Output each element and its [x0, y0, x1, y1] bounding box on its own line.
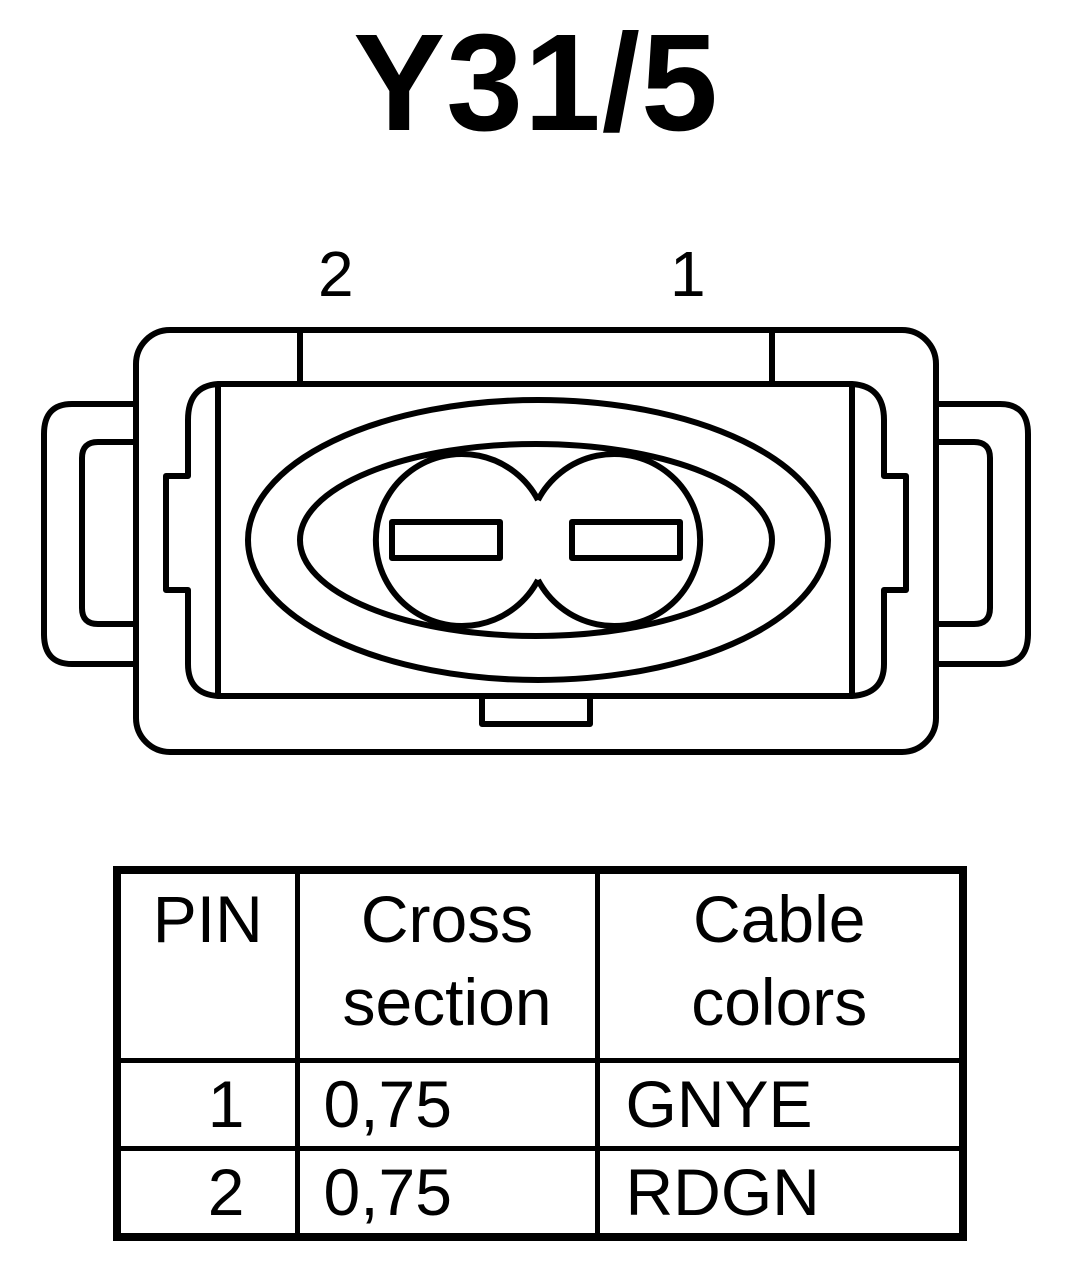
- cell-pin: 2: [114, 1145, 300, 1240]
- header-cable-colors: Cable colors: [594, 867, 966, 1063]
- cell-cross-section: 0,75: [294, 1058, 600, 1151]
- pin-2-contact: [389, 519, 503, 561]
- left-latch-inner: [79, 439, 136, 627]
- pin-1-contact: [569, 519, 683, 561]
- bottom-key: [479, 696, 593, 727]
- pin-label-2: 2: [318, 238, 354, 310]
- cell-cable-color: RDGN: [594, 1145, 966, 1240]
- header-cross-line2: section: [342, 964, 552, 1039]
- table-row: 2 0,75 RDGN: [114, 1145, 966, 1240]
- left-latch-outer: [41, 401, 136, 667]
- connector-housing: [133, 327, 939, 755]
- right-latch-inner: [936, 439, 993, 627]
- connector-title: Y31/5: [353, 6, 719, 160]
- header-cross-section: Cross section: [294, 867, 600, 1063]
- cell-pin: 1: [114, 1058, 300, 1151]
- header-pin: PIN: [114, 867, 300, 1063]
- cell-cross-section: 0,75: [294, 1145, 600, 1240]
- cell-cable-color: GNYE: [594, 1058, 966, 1151]
- pin-assignment-table: PIN Cross section Cable colors 1 0,75 GN…: [113, 866, 967, 1241]
- pin-2-socket: [372, 451, 541, 629]
- header-color-line1: Cable: [693, 882, 866, 956]
- right-latch-outer: [936, 401, 1031, 667]
- pin-label-1: 1: [670, 238, 706, 310]
- pin-1-socket: [535, 451, 704, 629]
- connector-inner-body: [163, 381, 909, 699]
- header-color-line2: colors: [691, 964, 868, 1039]
- inner-seal-oval: [297, 441, 775, 639]
- header-pin-label: PIN: [152, 882, 263, 956]
- table-header-row: PIN Cross section Cable colors: [114, 867, 966, 1063]
- outer-seal-oval: [245, 397, 831, 683]
- connector-face-diagram: [41, 327, 1031, 755]
- header-cross-line1: Cross: [360, 882, 534, 956]
- table-row: 1 0,75 GNYE: [114, 1058, 966, 1151]
